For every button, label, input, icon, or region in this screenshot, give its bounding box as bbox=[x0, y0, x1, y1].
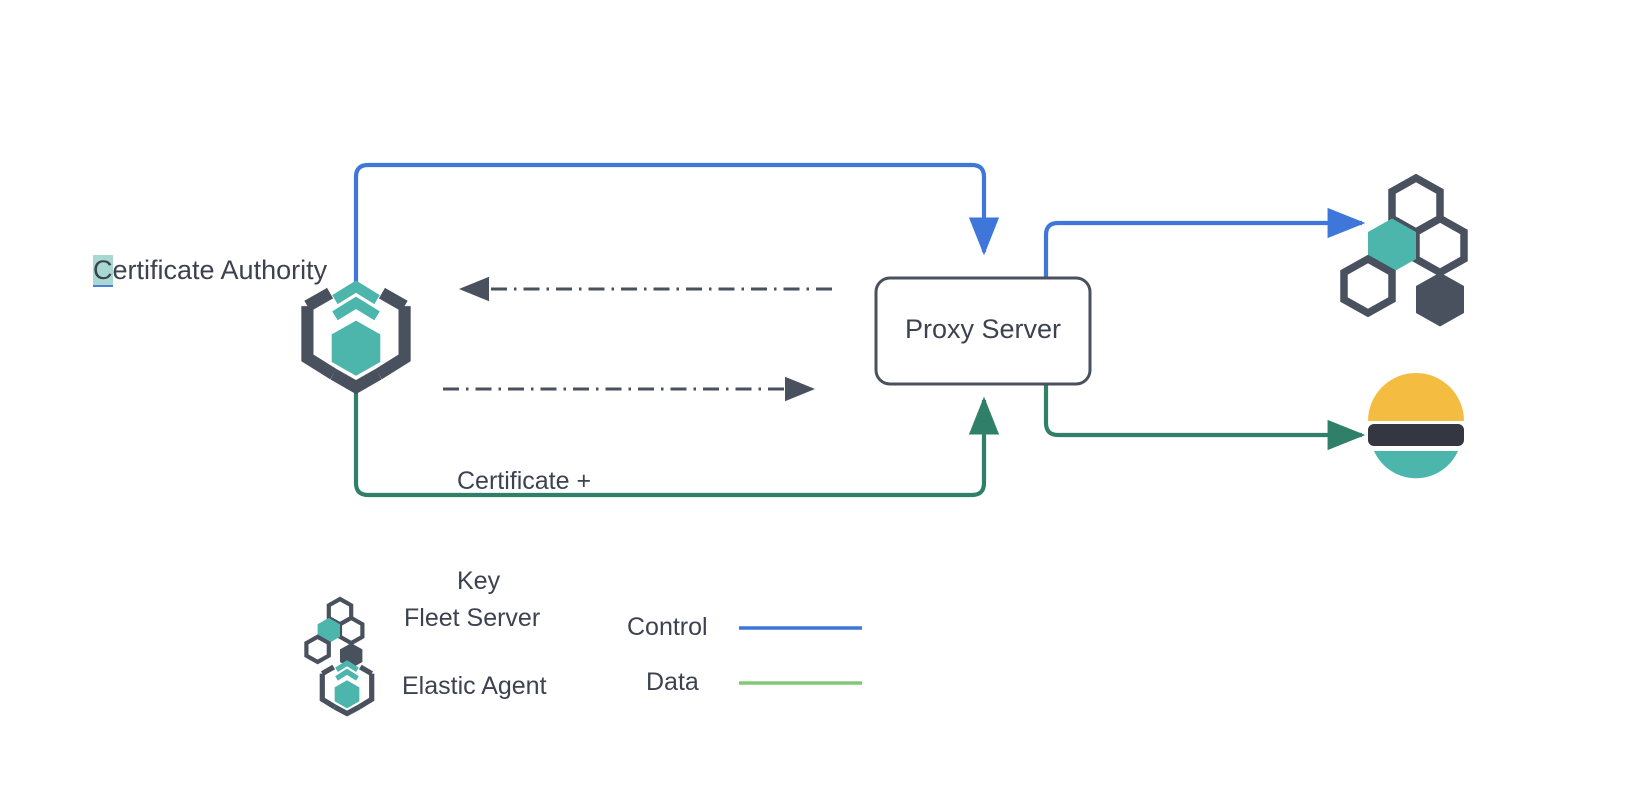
certificate-authority-label-rest: ertificate Authority bbox=[112, 255, 328, 285]
certificate-key-line-1: Certificate + bbox=[457, 466, 592, 495]
proxy-server-label: Proxy Server bbox=[904, 314, 1062, 344]
elastic-agent-icon bbox=[301, 280, 411, 395]
legend-elastic-agent-icon bbox=[319, 660, 375, 717]
certificate-authority-label: Certificate Authority bbox=[93, 253, 327, 289]
control-path-proxy-to-fleet bbox=[1043, 207, 1366, 278]
legend-item-elastic-agent-label: Elastic Agent bbox=[402, 672, 547, 700]
legend-fleet-server-icon bbox=[304, 596, 365, 669]
proxy-server-box[interactable] bbox=[874, 276, 1092, 386]
control-path-agent-to-proxy bbox=[353, 162, 1000, 283]
data-path-agent-to-proxy bbox=[353, 383, 1000, 498]
legend-line-data-label: Data bbox=[646, 668, 699, 696]
certificate-key-line-2: Key bbox=[457, 567, 501, 595]
elasticsearch-icon bbox=[1368, 373, 1464, 479]
legend-line-control-label: Control bbox=[627, 613, 708, 641]
data-path-proxy-to-elasticsearch bbox=[1043, 384, 1366, 451]
fleet-server-icon bbox=[1340, 173, 1468, 327]
certificate-authority-label-highlight: C bbox=[93, 255, 113, 285]
legend-item-fleet-server-label: Fleet Server bbox=[404, 604, 541, 632]
certificate-key-edge-label: Certificate + Key bbox=[457, 397, 591, 665]
